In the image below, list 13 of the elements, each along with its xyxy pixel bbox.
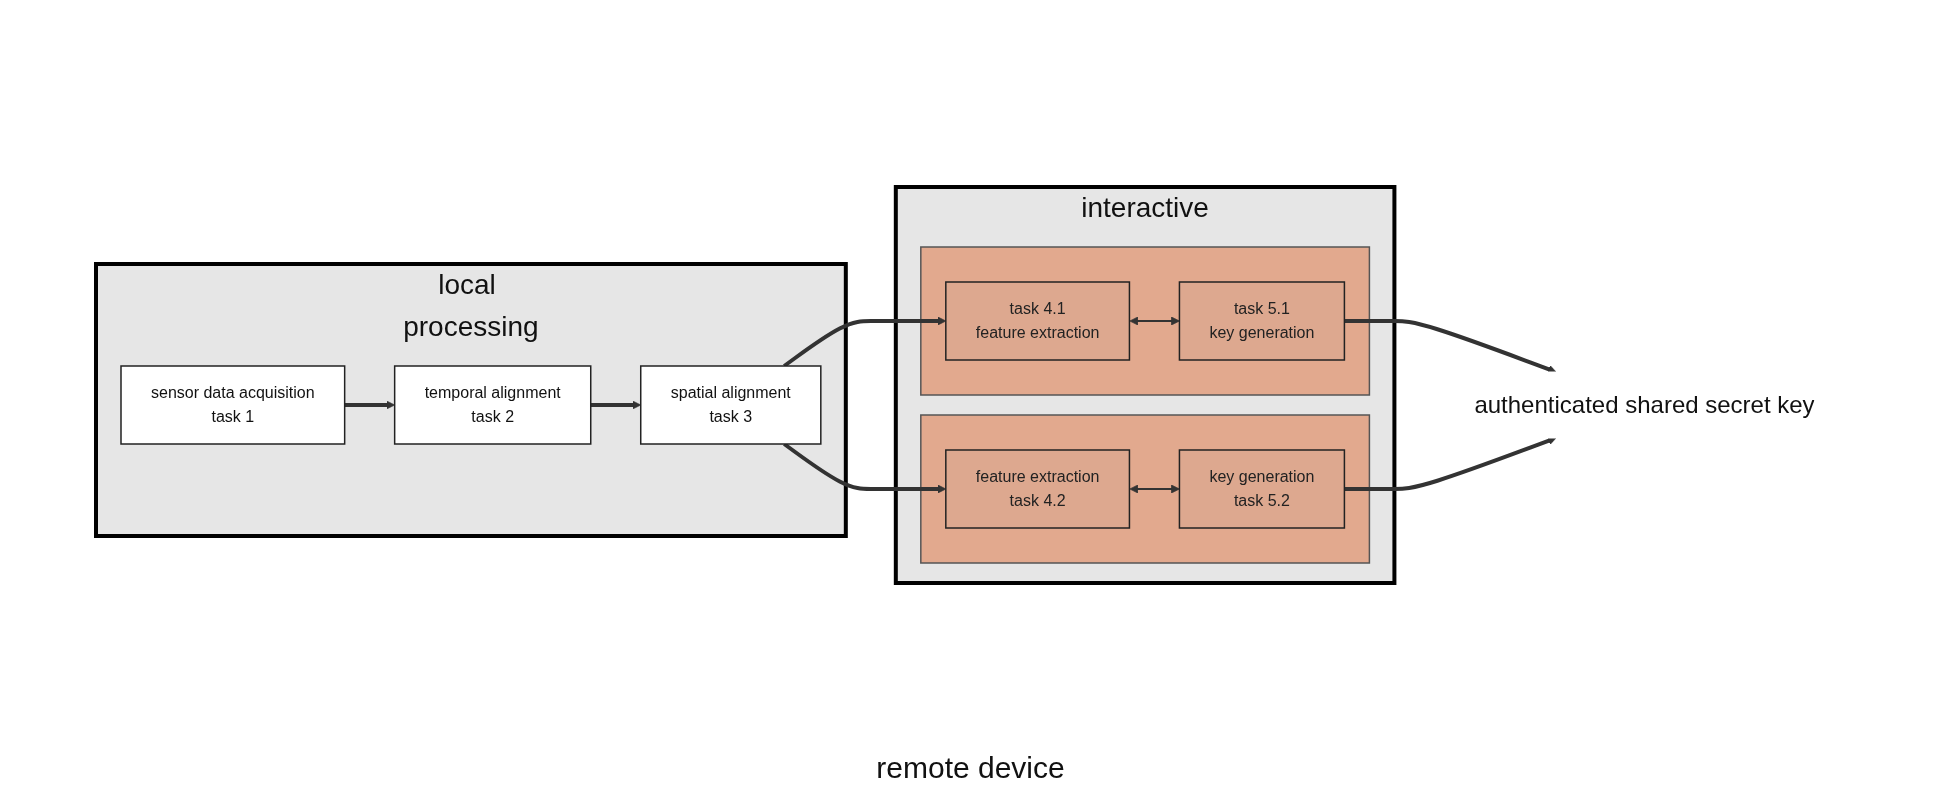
node-box: temporal alignment task 2 (394, 365, 592, 445)
arrow (783, 316, 947, 368)
arrow (1344, 319, 1557, 374)
cluster (920, 414, 1371, 564)
node-box: key generation task 5.2 (1178, 449, 1346, 529)
cluster (920, 246, 1371, 396)
node-box: task 5.1 key generation (1178, 281, 1346, 361)
note-text: remote device (876, 751, 1065, 785)
node-box: task 4.1 feature extraction (945, 281, 1131, 361)
node-box: feature extraction task 4.2 (945, 449, 1131, 529)
node-box: sensor data acquisition task 1 (120, 365, 346, 445)
node-text: authenticated shared secret key (1474, 391, 1815, 418)
node-box: spatial alignment task 3 (640, 365, 822, 445)
